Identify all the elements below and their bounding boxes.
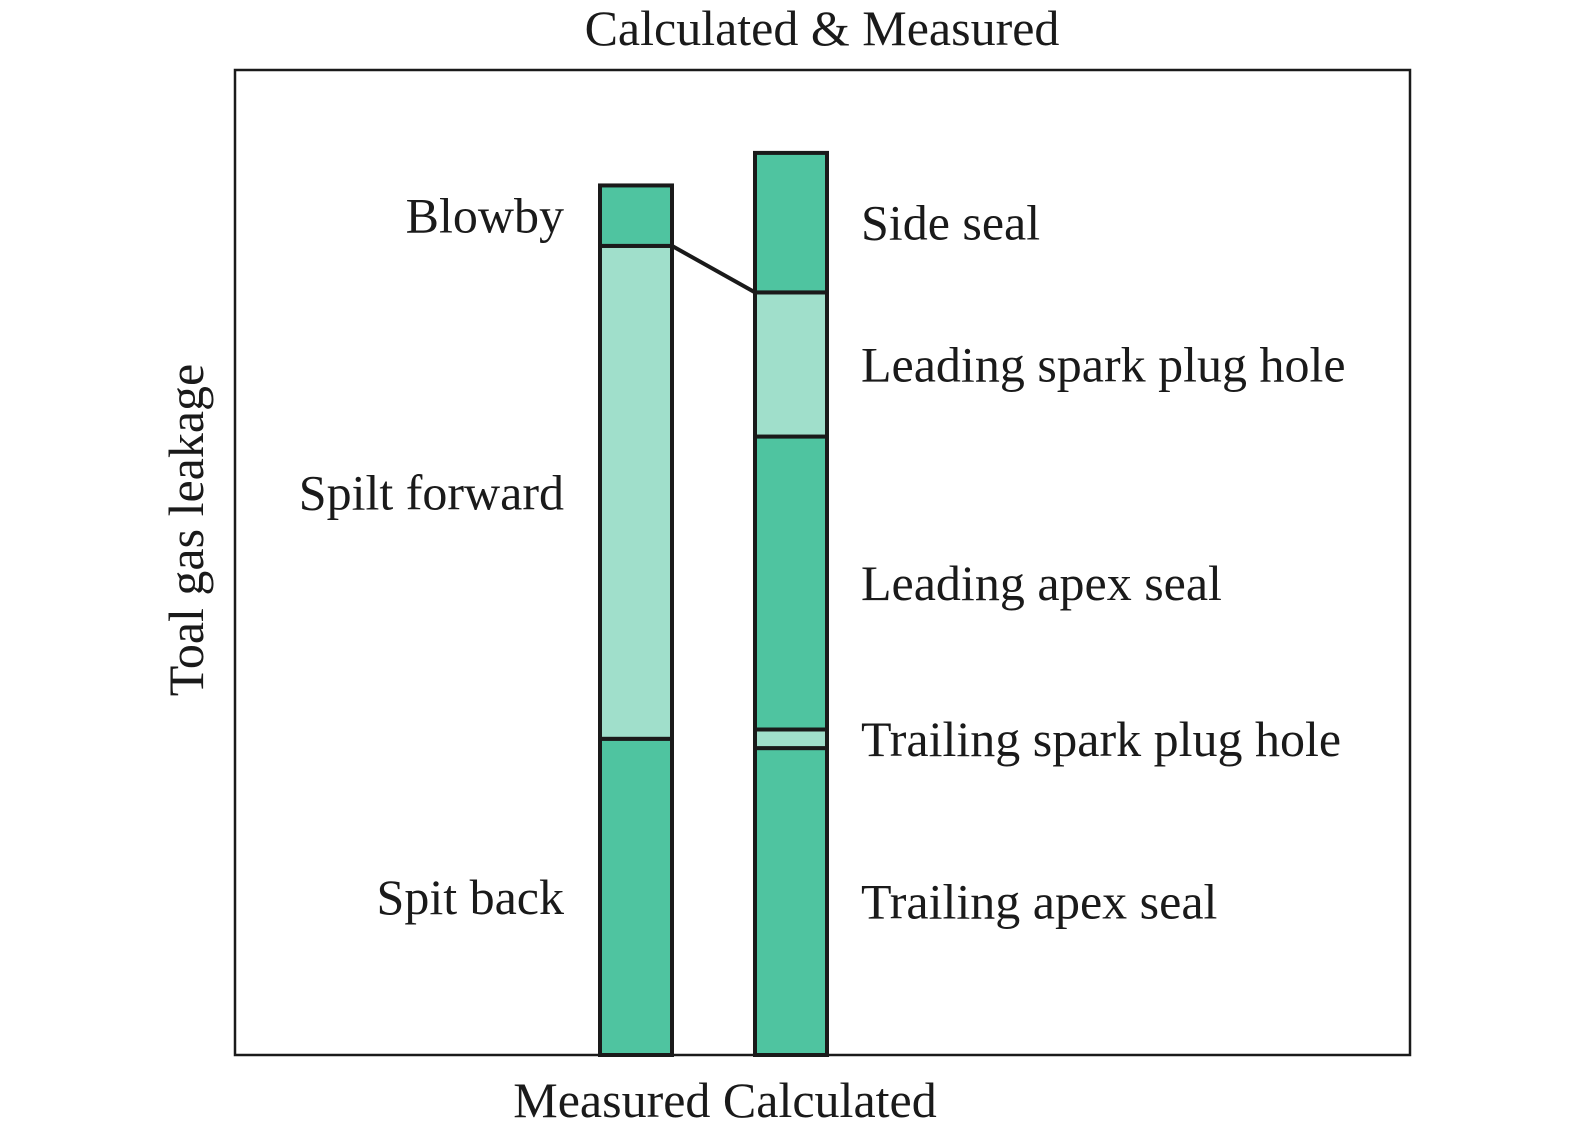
- segment-label-spilt-forward: Spilt forward: [299, 464, 564, 520]
- x-axis-label: Measured Calculated: [513, 1072, 936, 1128]
- segment-label-trailing-spark-plug-hole: Trailing spark plug hole: [861, 711, 1341, 767]
- segment-label-trailing-apex-seal: Trailing apex seal: [861, 874, 1217, 930]
- bar-segment-calculated-leading-spark-plug-hole: [753, 290, 829, 439]
- segment-label-leading-apex-seal: Leading apex seal: [861, 555, 1222, 611]
- bar-segment-calculated-trailing-spark-plug-hole: [753, 727, 829, 751]
- chart-title: Calculated & Measured: [585, 0, 1060, 56]
- bar-segment-calculated-leading-apex-seal: [753, 434, 829, 732]
- bars-layer: [598, 150, 829, 1057]
- segment-label-side-seal: Side seal: [861, 195, 1040, 251]
- bar-segment-measured-spilt-forward: [598, 243, 674, 741]
- bar-segment-measured-spit-back: [598, 736, 674, 1057]
- segment-label-blowby: Blowby: [406, 188, 564, 244]
- bar-segment-measured-blowby: [598, 183, 674, 248]
- segment-label-spit-back: Spit back: [377, 869, 564, 925]
- connector-line: [671, 244, 756, 295]
- bar-segment-calculated-trailing-apex-seal: [753, 746, 829, 1057]
- bar-segment-calculated-side-seal: [753, 150, 829, 295]
- y-axis-label: Toal gas leakage: [158, 364, 214, 696]
- segment-label-leading-spark-plug-hole: Leading spark plug hole: [861, 336, 1346, 392]
